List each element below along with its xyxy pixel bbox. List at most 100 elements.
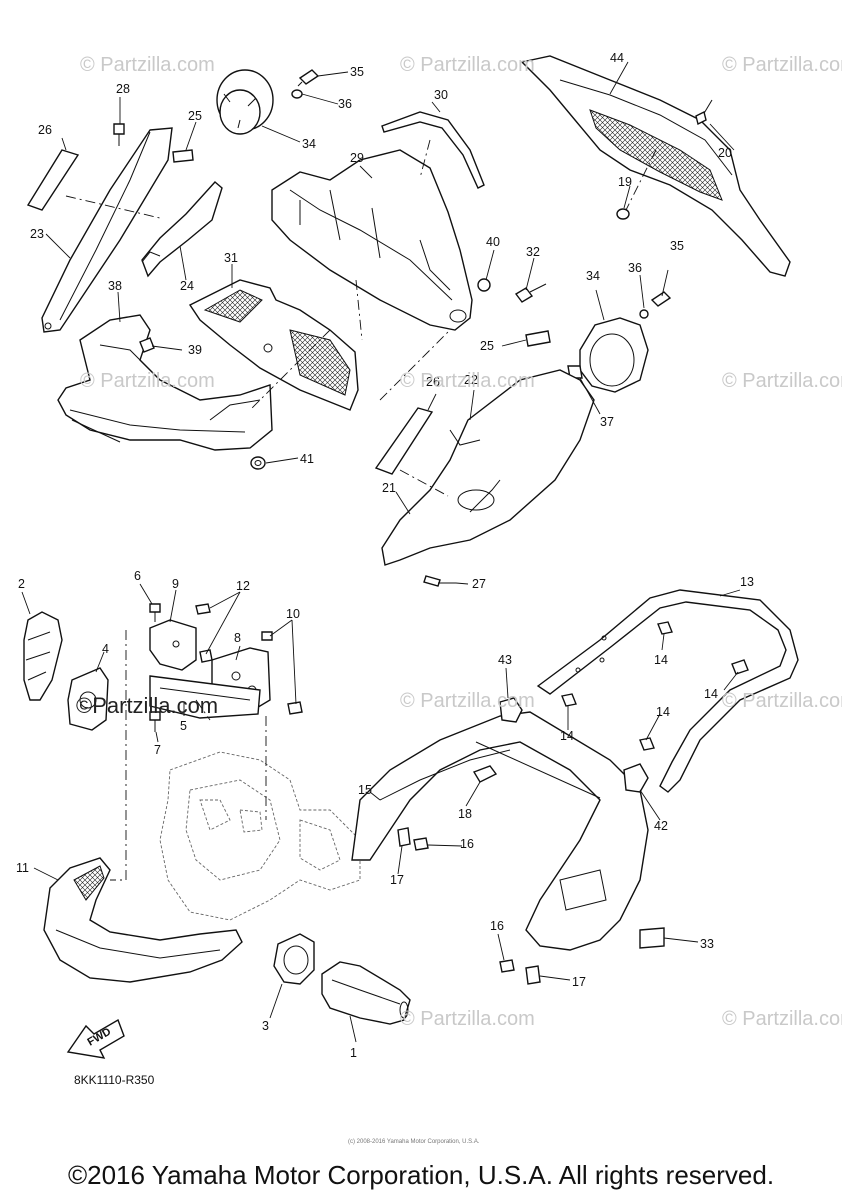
decal-26-upper-left bbox=[26, 149, 80, 211]
decal-33 bbox=[639, 927, 665, 949]
duct-1 bbox=[321, 961, 411, 1025]
callout-20: 20 bbox=[718, 146, 732, 160]
grommet-43 bbox=[499, 697, 523, 723]
callout-12: 12 bbox=[236, 579, 250, 593]
diagram-code: 8KK1110-R350 bbox=[74, 1073, 155, 1087]
callout-16-b: 16 bbox=[490, 919, 504, 933]
callout-14-c: 14 bbox=[560, 729, 574, 743]
callout-14-b: 14 bbox=[704, 687, 718, 701]
bolt-35-upper bbox=[297, 69, 320, 87]
ring-34-upper bbox=[216, 69, 274, 135]
clip-32 bbox=[514, 283, 547, 303]
callout-36-a: 36 bbox=[338, 97, 352, 111]
bolt-14-a bbox=[657, 621, 673, 635]
callout-41: 41 bbox=[300, 452, 314, 466]
clip-17-b bbox=[525, 965, 541, 985]
front-cowl-11 bbox=[43, 857, 243, 983]
bolt-14-b bbox=[731, 659, 749, 675]
watermark: © Partzilla.com bbox=[722, 690, 842, 712]
fwd-arrow: FWD bbox=[66, 1018, 125, 1059]
callout-24: 24 bbox=[180, 279, 194, 293]
callout-21: 21 bbox=[382, 481, 396, 495]
callout-30: 30 bbox=[434, 88, 448, 102]
watermark: © Partzilla.com bbox=[722, 370, 842, 392]
callout-39: 39 bbox=[188, 343, 202, 357]
watermark: © Partzilla.com bbox=[80, 370, 215, 392]
callout-2: 2 bbox=[18, 577, 25, 591]
callout-42: 42 bbox=[654, 819, 668, 833]
callout-22: 22 bbox=[464, 373, 478, 387]
callout-3: 3 bbox=[262, 1019, 269, 1033]
callout-13: 13 bbox=[740, 575, 754, 589]
callout-33: 33 bbox=[700, 937, 714, 951]
callout-34-a: 34 bbox=[302, 137, 316, 151]
callout-7: 7 bbox=[154, 743, 161, 757]
cover-2 bbox=[23, 611, 63, 701]
callout-28: 28 bbox=[116, 82, 130, 96]
callout-29: 29 bbox=[350, 151, 364, 165]
guard-bar-13 bbox=[536, 589, 799, 793]
watermark: © Partzilla.com bbox=[400, 1008, 535, 1030]
pin-20 bbox=[695, 99, 713, 126]
bolt-28 bbox=[113, 123, 125, 146]
bolt-10-lower bbox=[287, 701, 303, 715]
callout-26-a: 26 bbox=[38, 123, 52, 137]
bracket-38 bbox=[57, 314, 273, 451]
callout-27: 27 bbox=[472, 577, 486, 591]
bolt-12-upper bbox=[195, 603, 211, 615]
small-copyright: (c) 2008-2016 Yamaha Motor Corporation, … bbox=[348, 1139, 480, 1145]
callout-38: 38 bbox=[108, 279, 122, 293]
callout-14-a: 14 bbox=[654, 653, 668, 667]
callout-5: 5 bbox=[180, 719, 187, 733]
callout-31: 31 bbox=[224, 251, 238, 265]
watermark: © Partzilla.com bbox=[400, 370, 535, 392]
bolt-16-a bbox=[413, 837, 429, 851]
pad-25-mid bbox=[525, 330, 551, 347]
mesh-panel-31 bbox=[188, 279, 359, 411]
copyright-footer: ©2016 Yamaha Motor Corporation, U.S.A. A… bbox=[67, 1160, 775, 1190]
callout-25-a: 25 bbox=[188, 109, 202, 123]
pad-25-upper bbox=[172, 149, 194, 163]
callout-15: 15 bbox=[358, 783, 372, 797]
bolt-40 bbox=[477, 278, 491, 292]
side-cover-23 bbox=[41, 127, 173, 333]
bolt-35-right bbox=[650, 291, 672, 307]
callout-17-b: 17 bbox=[572, 975, 586, 989]
callout-14-d: 14 bbox=[656, 705, 670, 719]
watermark: © Partzilla.com bbox=[400, 54, 535, 76]
bar-5 bbox=[149, 675, 261, 719]
callout-18: 18 bbox=[458, 807, 472, 821]
screw-27 bbox=[423, 575, 456, 587]
callout-26-b: 26 bbox=[426, 375, 440, 389]
callout-32: 32 bbox=[526, 245, 540, 259]
strip-30 bbox=[381, 111, 485, 189]
grille-44 bbox=[520, 55, 791, 277]
cowl-29 bbox=[271, 149, 473, 331]
lower-cowl-15 bbox=[351, 711, 649, 951]
callout-1: 1 bbox=[350, 1046, 357, 1060]
callout-25-b: 25 bbox=[480, 339, 494, 353]
callout-19: 19 bbox=[618, 175, 632, 189]
callout-34-b: 34 bbox=[586, 269, 600, 283]
callout-6: 6 bbox=[134, 569, 141, 583]
grommet-42 bbox=[623, 763, 649, 793]
partzilla-logo: ©Partzilla.com bbox=[76, 693, 219, 718]
callout-4: 4 bbox=[102, 642, 109, 656]
callout-35-b: 35 bbox=[670, 239, 684, 253]
callout-labels: 1 2 3 4 5 6 7 8 9 10 11 12 13 14 14 14 1… bbox=[16, 51, 754, 1060]
side-cover-22 bbox=[381, 369, 595, 566]
frame-ghost bbox=[159, 751, 361, 921]
clip-17-a bbox=[397, 827, 411, 847]
callout-11: 11 bbox=[16, 861, 29, 875]
panel-24 bbox=[141, 181, 223, 278]
clip-18 bbox=[472, 765, 498, 783]
washer-36-upper bbox=[291, 89, 303, 99]
reference-lines bbox=[65, 139, 657, 881]
callout-10: 10 bbox=[286, 607, 300, 621]
callout-35-a: 35 bbox=[350, 65, 364, 79]
bolt-16-b bbox=[499, 959, 515, 973]
watermark: © Partzilla.com bbox=[722, 1008, 842, 1030]
nut-41 bbox=[250, 456, 266, 470]
clip-39 bbox=[139, 337, 155, 353]
